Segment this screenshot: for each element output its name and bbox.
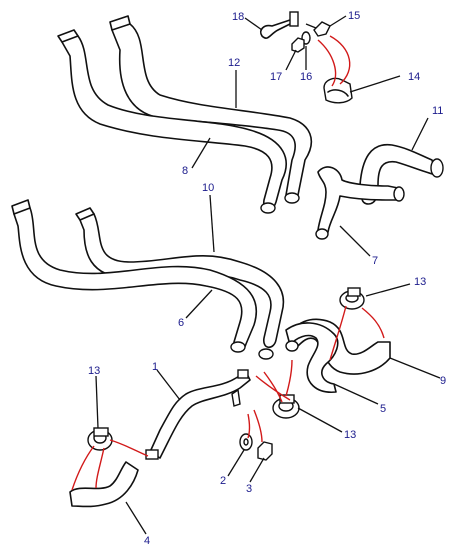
callout-10: 10	[202, 182, 214, 194]
callout-9: 9	[440, 375, 446, 387]
nut-part-17	[291, 37, 305, 53]
assembly-guides	[71, 35, 385, 491]
callout-7: 7	[372, 255, 378, 267]
washer-part-2	[239, 433, 253, 451]
callout-14: 14	[408, 71, 420, 83]
callout-3: 3	[246, 483, 252, 495]
hose-part-4	[69, 461, 139, 508]
callout-5: 5	[380, 403, 386, 415]
hose-part-5	[285, 322, 339, 393]
callout-labels: 18 15 17 16 14 12 11 8 10 7 13 6 1 9 5 1…	[88, 10, 446, 547]
callout-16: 16	[300, 71, 312, 83]
nut-part-3	[257, 441, 273, 461]
callout-12: 12	[228, 57, 240, 69]
callout-13-top: 13	[414, 276, 426, 288]
callout-1: 1	[152, 361, 158, 373]
hose-part-7	[315, 166, 405, 240]
callout-4: 4	[144, 535, 150, 547]
bracket-part-14	[323, 77, 353, 104]
hose-part-11	[359, 143, 444, 205]
callout-2: 2	[220, 475, 226, 487]
clip-part-18	[259, 11, 299, 39]
hose-part-8	[57, 29, 300, 214]
pipe-part-1	[145, 369, 251, 460]
clamp-part-13-top	[339, 287, 365, 310]
callout-6: 6	[178, 317, 184, 329]
callout-18: 18	[232, 11, 244, 23]
hose-part-6	[11, 199, 274, 360]
callout-13-left: 13	[88, 365, 100, 377]
callout-13-middle: 13	[344, 429, 356, 441]
callout-17: 17	[270, 71, 282, 83]
callout-8: 8	[182, 165, 188, 177]
callout-11: 11	[432, 105, 443, 117]
clamp-part-13-left	[87, 427, 113, 451]
callout-15: 15	[348, 10, 360, 22]
clamp-part-13-middle	[272, 394, 300, 419]
bolt-part-15	[305, 21, 331, 37]
leader-lines	[95, 15, 441, 535]
